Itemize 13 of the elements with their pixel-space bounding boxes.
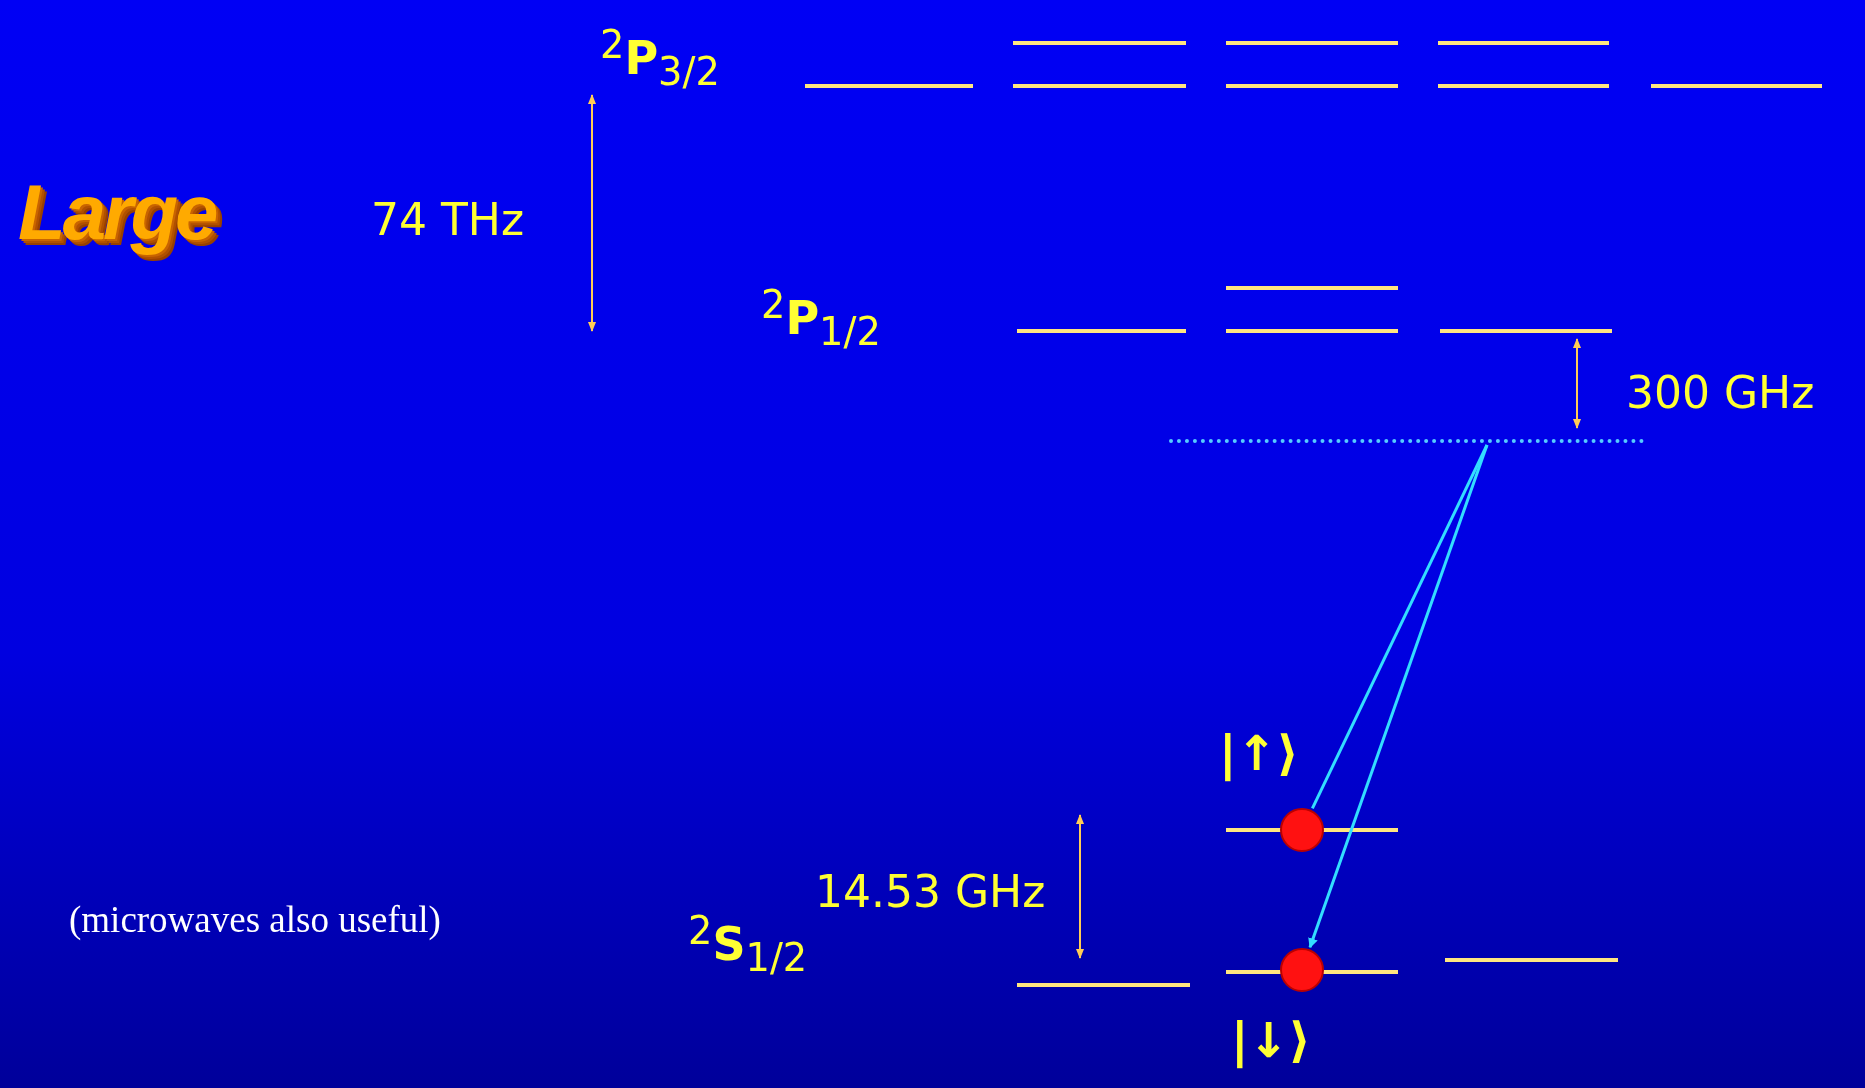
frequency-label: 14.53 GHz xyxy=(815,868,1046,917)
spin-down-ket: |↓⟩ xyxy=(1231,1014,1311,1067)
term-symbol: $^{2}$P$_{3/2}$ xyxy=(600,24,720,93)
frequency-label: 300 GHz xyxy=(1626,369,1815,418)
virtual-level-line xyxy=(1169,439,1644,445)
frequency-label: 74 THz xyxy=(371,196,525,245)
transition-arrow xyxy=(1308,444,1489,949)
term-symbol: $^{2}$S$_{1/2}$ xyxy=(688,910,808,979)
term-symbol: $^{2}$P$_{1/2}$ xyxy=(761,284,881,353)
ion-state-dot xyxy=(1280,808,1324,852)
ion-state-dot xyxy=(1280,948,1324,992)
note-text: (microwaves also useful) xyxy=(69,900,441,941)
spin-up-ket: |↑⟩ xyxy=(1219,727,1299,780)
